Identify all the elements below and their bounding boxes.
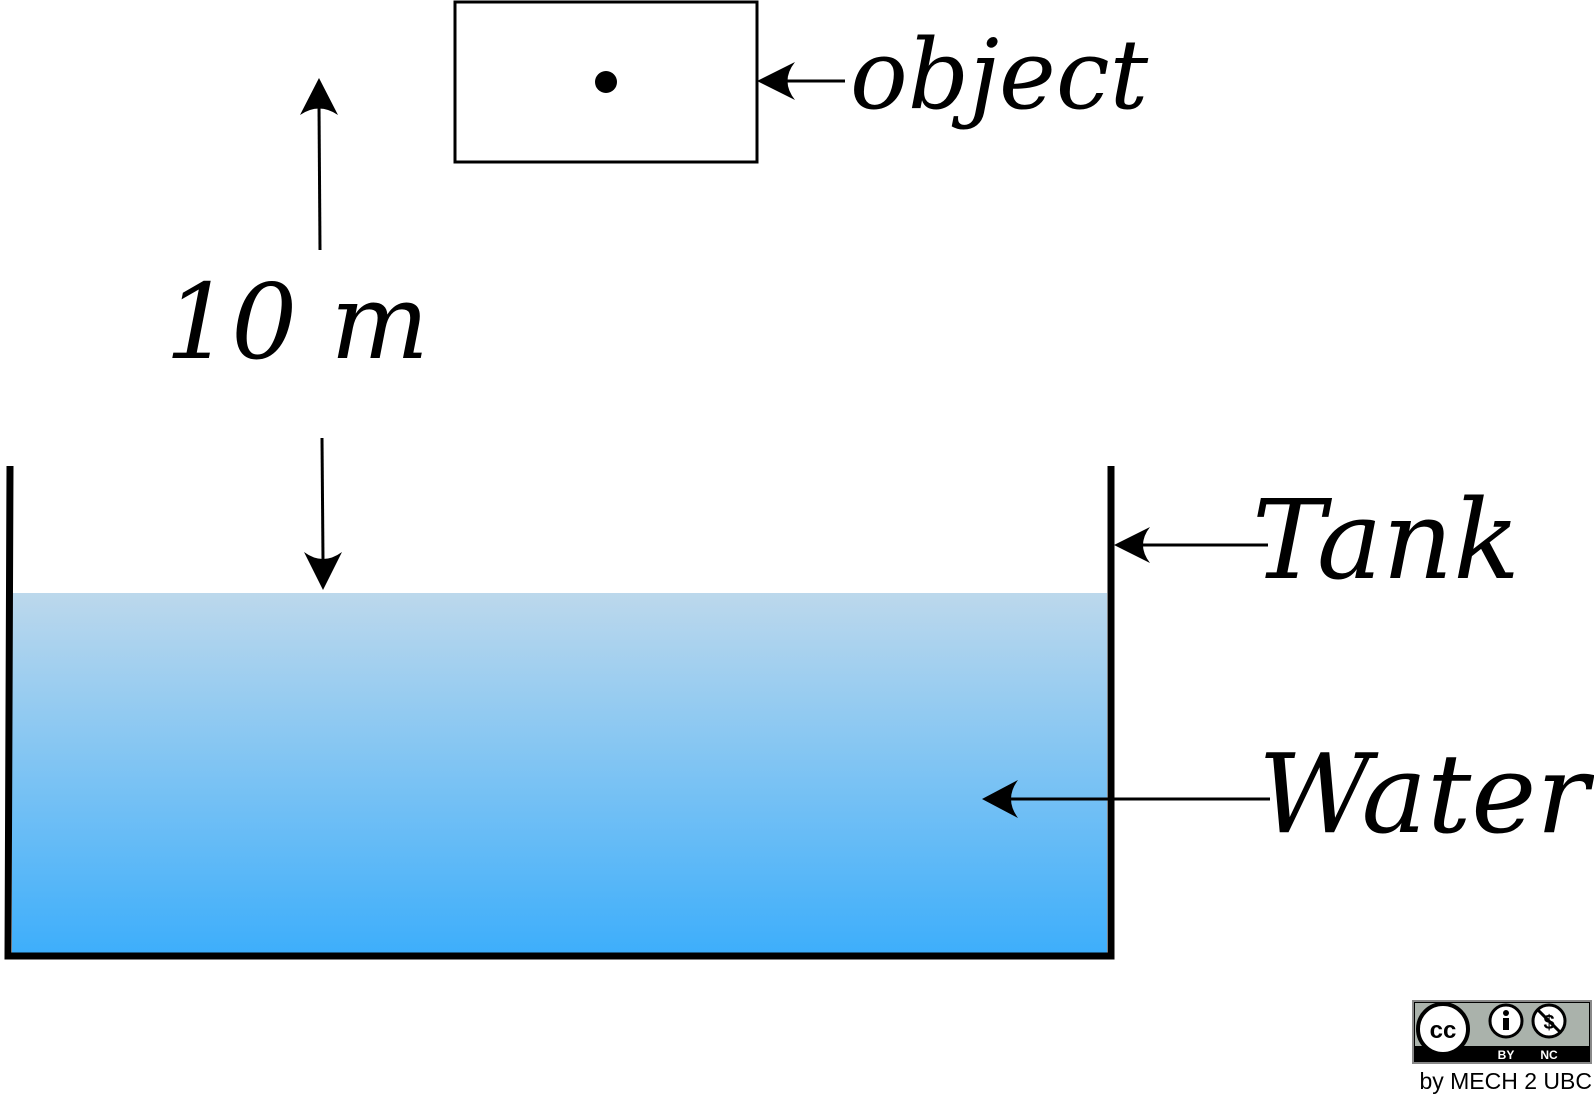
non-commercial-icon: $ (1531, 1003, 1567, 1039)
tank-arrow (1114, 527, 1268, 563)
tank-label: Tank (1252, 476, 1520, 604)
attribution-icon (1488, 1003, 1524, 1039)
credit-text: by MECH 2 UBC (1419, 1068, 1592, 1094)
height-label: 10 m (165, 261, 429, 383)
object-box (453, 0, 759, 164)
nc-label: NC (1540, 1048, 1558, 1062)
cc-icon: cc (1416, 1002, 1470, 1056)
object-center-dot (595, 71, 617, 93)
height-arrow-up (300, 78, 338, 251)
height-arrow-down (304, 437, 342, 590)
svg-text:cc: cc (1430, 1017, 1457, 1044)
cc-license-badge: cc $ BY NC (1412, 1000, 1592, 1064)
object-label: object (850, 19, 1149, 131)
by-label: BY (1498, 1048, 1515, 1062)
water-label: Water (1258, 730, 1594, 858)
water-arrow (982, 780, 1270, 818)
water-body (12, 593, 1107, 955)
object-arrow (757, 62, 845, 100)
tank-outline (4, 465, 1115, 960)
